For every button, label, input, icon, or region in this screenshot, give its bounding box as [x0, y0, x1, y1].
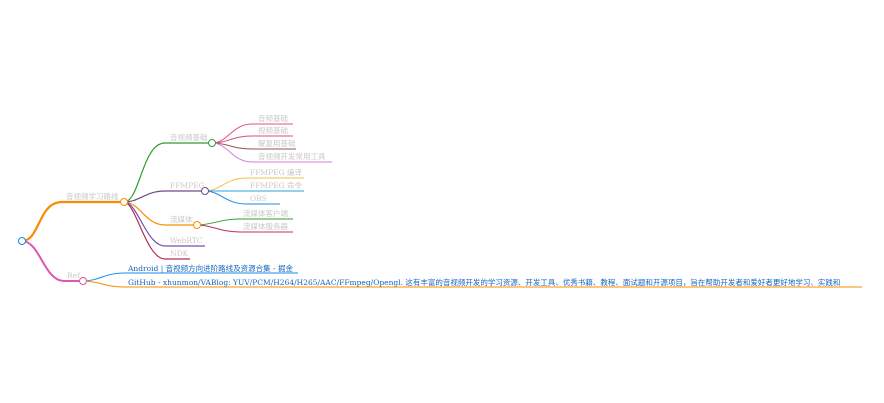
edge-main-to-ffmpeg: [123, 190, 205, 203]
leaf-stream-server[interactable]: 流媒体服务器: [243, 221, 288, 231]
edge-root-to-main: [21, 200, 124, 243]
leaf-demux-basics[interactable]: 解复用基础: [258, 138, 296, 148]
edge-main-to-basics: [123, 142, 212, 203]
ndk-label[interactable]: NDK: [170, 249, 189, 258]
stream-node[interactable]: [193, 221, 201, 229]
webrtc-label[interactable]: WebRTC: [170, 236, 203, 245]
edge-main-to-webrtc: [123, 201, 205, 247]
edge-root-to-ref: [21, 240, 82, 282]
basics-node[interactable]: [208, 139, 216, 147]
edge-ref-to-github-link: [81, 280, 862, 288]
edge-main-to-ndk: [123, 201, 190, 260]
stream-label[interactable]: 流媒体: [170, 214, 193, 224]
link-android-roadmap[interactable]: Android | 音视频方向进阶路线及资源合集 - 掘金: [127, 263, 293, 273]
edge-ref-to-android-link: [81, 272, 298, 282]
root-node[interactable]: [18, 237, 26, 245]
main-topic-label[interactable]: 音视频学习路线: [66, 191, 119, 201]
labels: 音视频学习路线 Ref 音视频基础 FFMPEG 流媒体 WebRTC NDK …: [66, 113, 840, 287]
leaf-stream-client[interactable]: 流媒体客户端: [243, 208, 288, 218]
ref-node[interactable]: [79, 277, 87, 285]
ref-label[interactable]: Ref: [67, 271, 81, 280]
leaf-obs[interactable]: OBS: [250, 194, 267, 203]
nodes: [18, 139, 216, 285]
ffmpeg-label[interactable]: FFMPEG: [170, 181, 205, 190]
basics-label[interactable]: 音视频基础: [170, 132, 208, 142]
edge-main-to-stream: [123, 201, 197, 226]
edges: [21, 123, 862, 288]
leaf-video-basics[interactable]: 视频基础: [258, 125, 288, 135]
ffmpeg-node[interactable]: [201, 187, 209, 195]
edge-ffmpeg-to-obs: [204, 190, 280, 205]
leaf-ffmpeg-command[interactable]: FFMPEG 命令: [250, 180, 302, 190]
leaf-dev-tools[interactable]: 音视频开发常用工具: [258, 151, 326, 161]
leaf-audio-basics[interactable]: 音频基础: [258, 113, 288, 123]
edge-stream-to-server: [196, 224, 293, 233]
link-github-vablog[interactable]: GitHub - xhunmon/VABlog: YUV/PCM/H264/H2…: [128, 277, 840, 287]
leaf-ffmpeg-compile[interactable]: FFMPEG 编译: [250, 167, 302, 177]
edge-basics-to-tools: [211, 142, 332, 163]
main-topic-node[interactable]: [120, 198, 128, 206]
